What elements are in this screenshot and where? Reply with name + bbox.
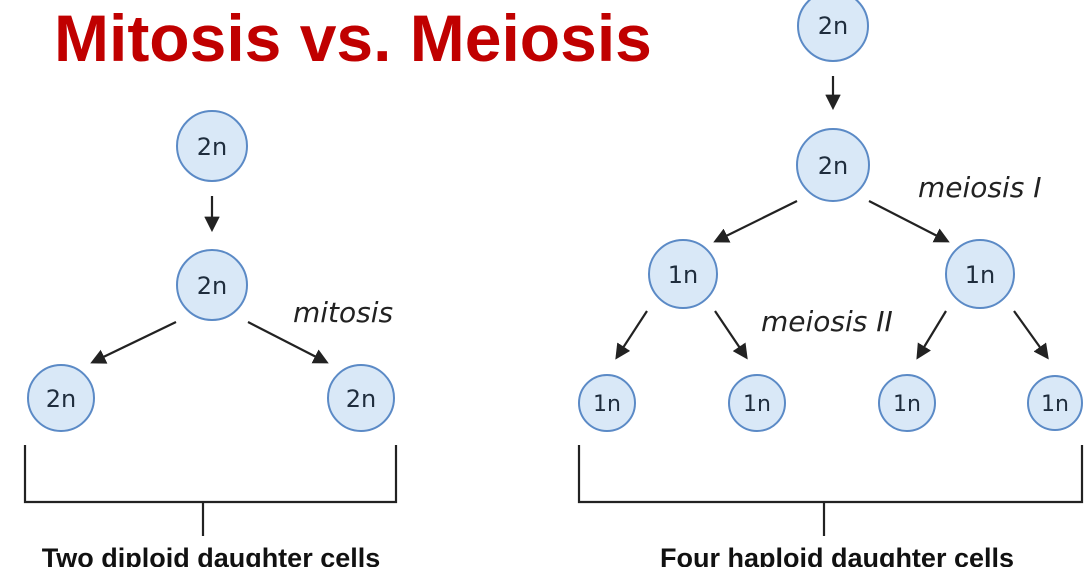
- cell-label: 1n: [743, 392, 771, 417]
- cell-label: 2n: [346, 385, 376, 413]
- cell-label: 1n: [1041, 392, 1069, 417]
- cell-label: 1n: [593, 392, 621, 417]
- arrow: [1013, 310, 1049, 360]
- mitosis-parent-cell: 2n: [176, 110, 248, 182]
- cell-label: 1n: [893, 392, 921, 417]
- meiosis-1-label: meiosis I: [918, 171, 1042, 204]
- arrow: [714, 310, 748, 360]
- meiosis-2-label: meiosis II: [761, 305, 893, 338]
- cell-label: 1n: [965, 261, 995, 289]
- arrow: [247, 321, 329, 364]
- meiosis-panel: 2n 2n meiosis I 1n 1n meiosis II 1n 1n: [577, 0, 1084, 567]
- cell-label: 1n: [668, 261, 698, 289]
- arrow: [916, 310, 947, 360]
- mitosis-panel: 2n 2n mitosis 2n 2n Two diploid daughter…: [23, 110, 398, 567]
- mitosis-daughter-cell: 2n: [327, 364, 395, 432]
- cell-label: 2n: [818, 152, 848, 180]
- meiosis-daughter-cell: 1n: [878, 374, 936, 432]
- meiosis-daughter-cell: 1n: [728, 374, 786, 432]
- mitosis-replicated-cell: 2n: [176, 249, 248, 321]
- arrow: [713, 200, 798, 243]
- meiosis-caption: Four haploid daughter cells: [660, 543, 1014, 567]
- mitosis-daughter-cell: 2n: [27, 364, 95, 432]
- meiosis-daughter-cell: 1n: [1027, 375, 1083, 431]
- arrow: [868, 200, 950, 243]
- mitosis-caption: Two diploid daughter cells: [42, 543, 381, 567]
- mitosis-label: mitosis: [293, 296, 393, 329]
- cell-label: 2n: [46, 385, 76, 413]
- page-title: Mitosis vs. Meiosis: [54, 1, 652, 75]
- cell-label: 2n: [197, 133, 227, 161]
- cell-label: 2n: [818, 12, 848, 40]
- meiosis-replicated-cell: 2n: [796, 128, 870, 202]
- meiosis-intermediate-cell: 1n: [648, 239, 718, 309]
- cell-label: 2n: [197, 272, 227, 300]
- mitosis-bracket: [23, 445, 398, 536]
- arrow: [90, 321, 177, 364]
- meiosis-daughter-cell: 1n: [578, 374, 636, 432]
- arrow: [615, 310, 648, 360]
- meiosis-intermediate-cell: 1n: [945, 239, 1015, 309]
- meiosis-bracket: [577, 445, 1084, 536]
- meiosis-parent-cell: 2n: [797, 0, 869, 62]
